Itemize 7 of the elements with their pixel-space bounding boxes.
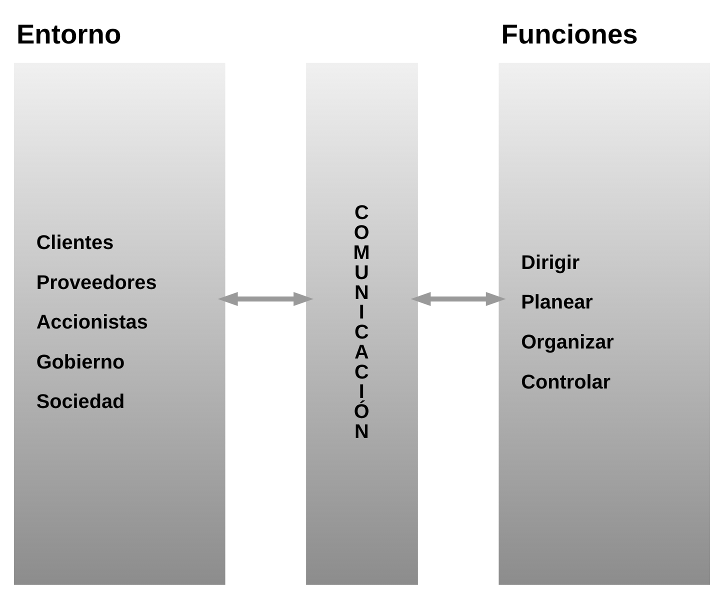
arrow bbox=[410, 292, 506, 306]
node-label: Entorno bbox=[16, 18, 121, 50]
node-box: COMUNICACIÓN bbox=[306, 62, 418, 585]
node-label: Funciones bbox=[500, 18, 638, 50]
arrow bbox=[217, 292, 314, 306]
node-box: Dirigir Planear Organizar Controlar bbox=[498, 62, 710, 585]
node-box: Clientes Proveedores Accionistas Gobierno Sociedad bbox=[13, 62, 225, 585]
